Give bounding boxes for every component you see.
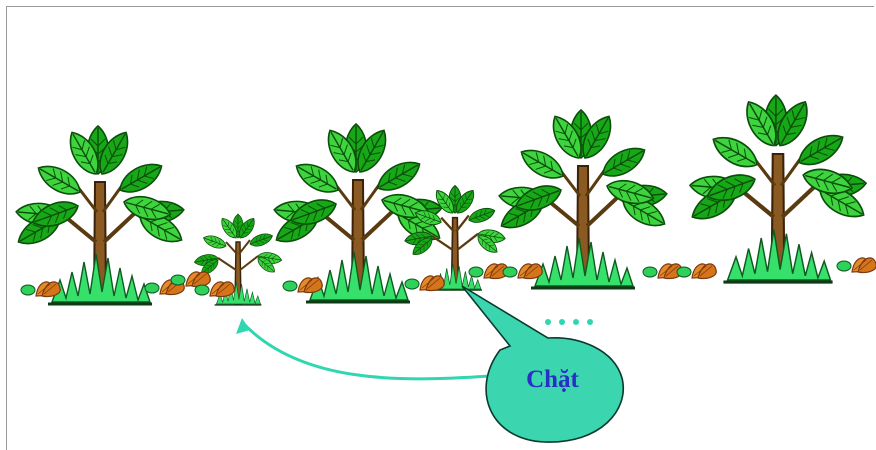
- bush-6: [404, 275, 445, 292]
- bush-9: [642, 263, 683, 280]
- bush-10: [676, 263, 717, 280]
- callout-bubble: [461, 285, 625, 443]
- curved-arrow: [240, 320, 491, 381]
- bush-7: [468, 263, 509, 280]
- arrow-head-icon: [236, 318, 250, 334]
- bush-1: [20, 281, 61, 298]
- callout-label: Chặt: [526, 366, 579, 393]
- frame-border-top: [6, 6, 874, 7]
- bush-3: [170, 271, 211, 288]
- big-tree-4: [687, 95, 869, 282]
- bush-8: [502, 263, 543, 280]
- bush-5: [282, 277, 323, 294]
- bush-11: [836, 257, 876, 274]
- ellipsis-dots: [545, 319, 593, 325]
- frame-border-left: [6, 6, 7, 450]
- big-tree-3: [496, 110, 670, 288]
- big-tree-1: [13, 126, 187, 304]
